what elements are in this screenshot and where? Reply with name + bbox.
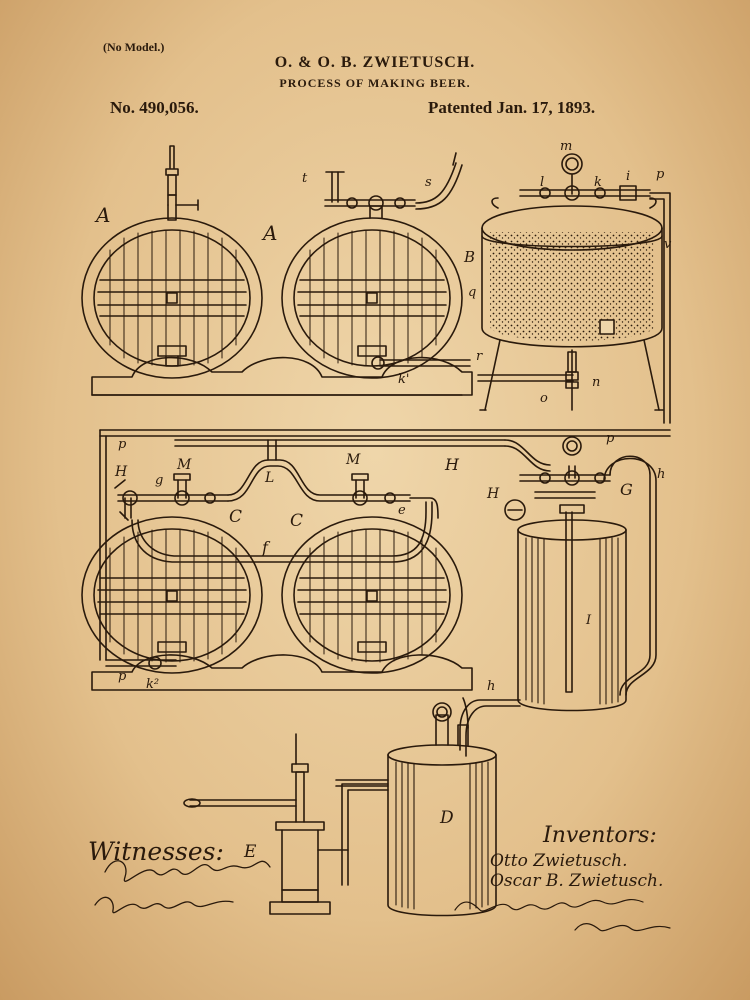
barrel-top-right <box>281 152 471 379</box>
label-k2: k² <box>146 677 159 692</box>
label-g: g <box>155 473 163 488</box>
label-a-right: A <box>261 221 277 245</box>
label-r: r <box>476 349 483 364</box>
witnesses-label: Witnesses: <box>88 837 224 866</box>
tank-b <box>477 153 671 424</box>
barrel-top-stand <box>91 356 473 396</box>
barrel-top-left <box>81 145 263 379</box>
inventor-1: Otto Zwietusch. <box>490 851 628 871</box>
label-t: t <box>302 171 308 186</box>
inventor-2: Oscar B. Zwietusch. <box>490 871 664 891</box>
label-h-top: H <box>444 455 460 474</box>
label-f: f <box>261 538 271 557</box>
pump-e <box>183 733 389 915</box>
label-p-bottom: p <box>656 167 665 182</box>
inventors-label: Inventors: <box>543 823 657 848</box>
label-d: D <box>439 808 454 828</box>
label-b: B <box>463 248 475 266</box>
label-m-left: M <box>176 457 192 473</box>
label-k-small: k <box>594 175 602 190</box>
label-m-right: M <box>345 452 361 468</box>
patent-date: Patented Jan. 17, 1893. <box>428 98 596 117</box>
barrel-mid-stand <box>91 654 473 691</box>
witness-signatures <box>94 860 271 914</box>
label-e: E <box>243 842 257 862</box>
attorneys-signature <box>454 899 671 932</box>
label-i-small: i <box>626 169 630 184</box>
label-q: q <box>468 285 476 300</box>
barrel-mid-right <box>281 516 463 674</box>
label-h-small-bottom: h <box>487 679 495 694</box>
label-p-top: p <box>118 437 127 452</box>
label-l-small: l <box>540 175 544 190</box>
tank-d <box>341 697 497 917</box>
label-p-right: p <box>606 431 615 446</box>
label-e-small: e <box>398 503 406 518</box>
label-h-left: H <box>114 464 128 480</box>
label-l: L <box>264 470 274 486</box>
label-h-right: H <box>486 486 500 502</box>
mid-piping <box>114 459 439 563</box>
label-a-left: A <box>94 203 110 227</box>
label-i-cap: I <box>585 613 592 628</box>
label-h-small-top: h <box>657 467 665 482</box>
inventors-heading: O. & O. B. ZWIETUSCH. <box>274 54 476 71</box>
label-c-left: C <box>229 507 242 527</box>
label-p-left: p <box>118 669 127 684</box>
label-v: v <box>664 237 672 252</box>
label-k1: k' <box>398 372 409 387</box>
label-s: s <box>425 175 432 190</box>
tank-right-tall <box>459 436 657 757</box>
patent-title: PROCESS OF MAKING BEER. <box>279 76 471 90</box>
label-m-small: m <box>560 139 572 154</box>
barrel-mid-left <box>81 516 263 674</box>
label-g-cap: G <box>620 480 633 499</box>
no-model-label: (No Model.) <box>103 40 165 54</box>
label-o: o <box>540 391 548 406</box>
label-n: n <box>592 375 600 390</box>
label-c-right: C <box>290 511 303 531</box>
patent-number: No. 490,056. <box>110 98 199 117</box>
